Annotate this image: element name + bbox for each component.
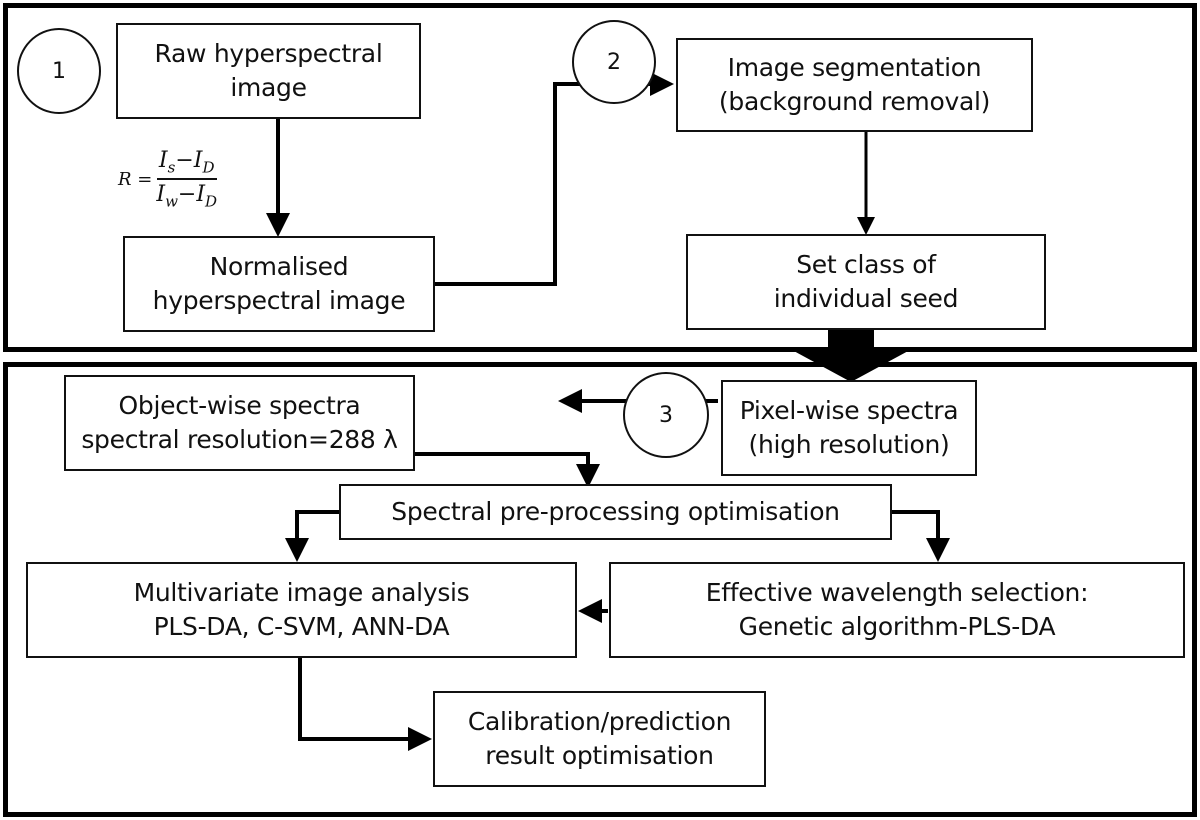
box-pixel-wise-spectra: Pixel-wise spectra (high resolution) <box>721 380 977 476</box>
box-text: Normalised <box>209 252 349 281</box>
arrow-preprocessing-to-wavelength <box>892 510 950 562</box>
box-text: (background removal) <box>718 87 991 116</box>
box-text: Image segmentation <box>727 53 982 82</box>
box-text: Object-wise spectra <box>118 391 361 420</box>
box-text: PLS-DA, C-SVM, ANN-DA <box>153 612 450 641</box>
box-text: Multivariate image analysis <box>133 578 470 607</box>
box-normalised-hyperspectral-image: Normalised hyperspectral image <box>123 236 435 332</box>
box-text: Genetic algorithm-PLS-DA <box>738 612 1056 641</box>
box-text: Set class of <box>796 250 936 279</box>
formula-fraction: Is−ID Iw−ID <box>156 148 217 211</box>
stage-3-marker: 3 <box>623 372 709 458</box>
formula-denominator: Iw−ID <box>156 182 218 211</box>
box-image-segmentation: Image segmentation (background removal) <box>676 38 1033 132</box>
reflectance-formula: R = Is−ID Iw−ID <box>118 148 217 211</box>
bottom-panel-frame <box>3 362 1197 817</box>
box-calibration-prediction: Calibration/prediction result optimisati… <box>433 691 766 787</box>
box-text: Calibration/prediction <box>467 707 732 736</box>
box-text: Raw hyperspectral <box>154 39 383 68</box>
box-text: Pixel-wise spectra <box>739 396 959 425</box>
box-text: hyperspectral image <box>152 286 406 315</box>
formula-lhs: R = <box>118 168 153 190</box>
stage-2-marker: 2 <box>572 20 656 104</box>
box-spectral-preprocessing: Spectral pre-processing optimisation <box>339 484 892 540</box>
arrow-normalised-to-segmentation <box>434 72 674 286</box>
box-text: (high resolution) <box>748 430 950 459</box>
arrow-preprocessing-to-multivariate <box>285 510 340 562</box>
box-set-class-of-seed: Set class of individual seed <box>686 234 1046 330</box>
box-multivariate-image-analysis: Multivariate image analysis PLS-DA, C-SV… <box>26 562 577 658</box>
stage-1-label: 1 <box>52 58 66 84</box>
box-text: image <box>230 73 307 102</box>
arrow-multivariate-to-calibration <box>298 658 432 751</box>
formula-numerator: Is−ID <box>156 148 217 181</box>
box-object-wise-spectra: Object-wise spectra spectral resolution=… <box>64 375 415 471</box>
box-text: Effective wavelength selection: <box>705 578 1089 607</box>
big-arrow-to-pixel-wise <box>792 329 910 382</box>
box-text: Spectral pre-processing optimisation <box>391 497 840 526</box>
top-panel-frame <box>3 3 1197 352</box>
stage-1-marker: 1 <box>17 28 101 114</box>
box-raw-hyperspectral-image: Raw hyperspectral image <box>116 23 421 119</box>
box-text: result optimisation <box>485 741 714 770</box>
stage-3-label: 3 <box>659 402 673 428</box>
arrow-object-to-preprocessing <box>414 452 600 488</box>
stage-2-label: 2 <box>607 49 621 75</box>
box-effective-wavelength-selection: Effective wavelength selection: Genetic … <box>609 562 1185 658</box>
box-text: spectral resolution=288 λ <box>81 425 398 454</box>
box-text: individual seed <box>773 284 959 313</box>
